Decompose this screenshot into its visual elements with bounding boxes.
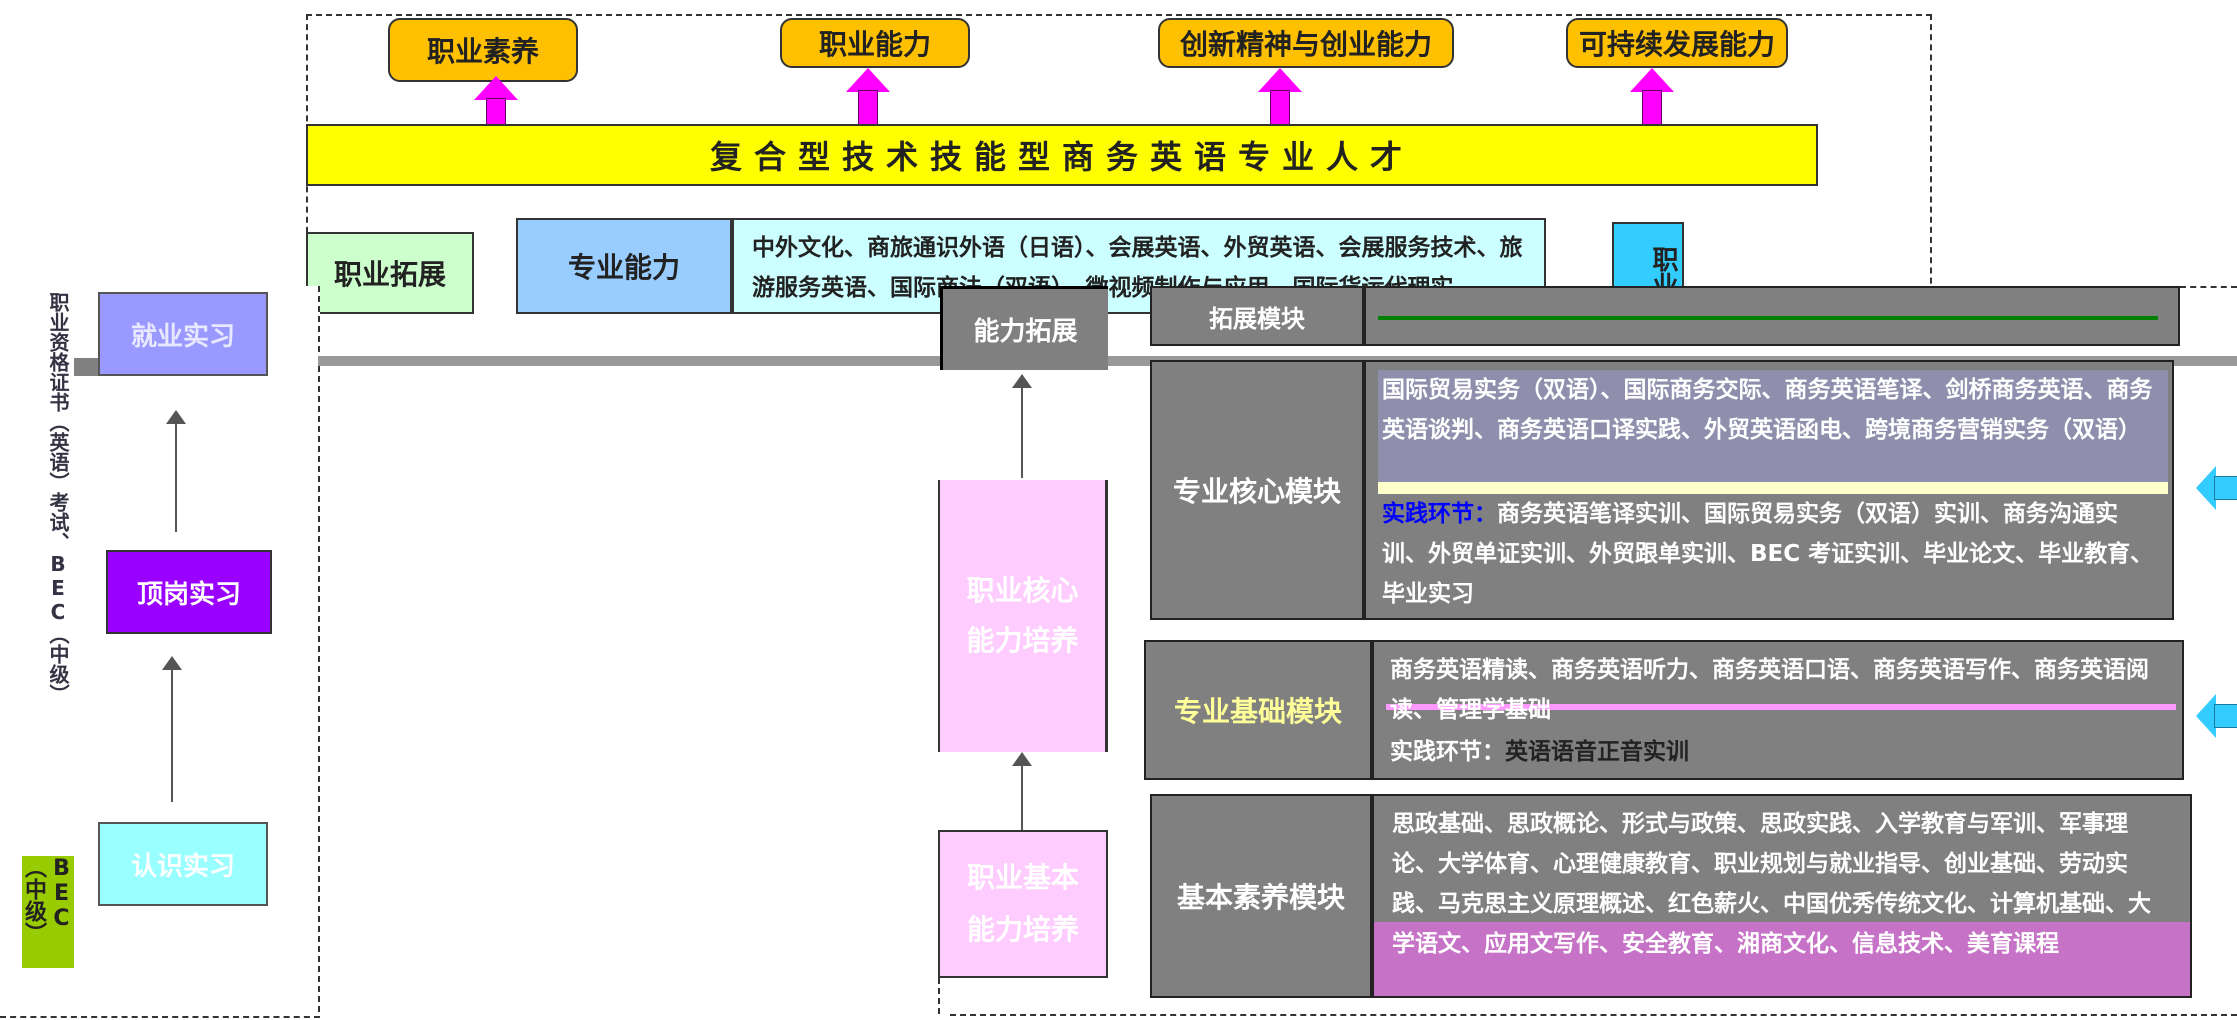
internship-placement: 顶岗实习 bbox=[106, 550, 272, 634]
internship-awareness: 认识实习 bbox=[98, 822, 268, 906]
goal-professional-ability: 职业能力 bbox=[780, 18, 970, 68]
foundation-practice: 实践环节：英语语音正音实训 bbox=[1374, 728, 2182, 776]
core-practice: 实践环节：商务英语笔译实训、国际贸易实务（双语）实训、商务沟通实训、外贸单证实训… bbox=[1366, 490, 2172, 618]
cyan-left-arrow bbox=[2196, 466, 2237, 510]
foundation-pink-line bbox=[1386, 704, 2176, 710]
left-panel-dashed-right bbox=[318, 286, 320, 1012]
core-practice-label: 实践环节： bbox=[1382, 501, 1497, 527]
basic-pink-band bbox=[1374, 922, 2190, 996]
expand-green-line bbox=[1378, 316, 2158, 320]
module-expand-content bbox=[1364, 286, 2180, 346]
bottom-dashed-line-left bbox=[0, 1016, 320, 1018]
foundation-practice-text: 英语语音正音实训 bbox=[1505, 739, 1689, 765]
middle-dashed-left bbox=[938, 978, 940, 1014]
module-basic-name: 基本素养模块 bbox=[1150, 794, 1372, 998]
goal-innovation-entrepreneurship: 创新精神与创业能力 bbox=[1158, 18, 1454, 68]
prof-ability-box: 专业能力 bbox=[516, 218, 732, 314]
right-dashed-frame bbox=[2180, 286, 2237, 288]
foundation-practice-label: 实践环节： bbox=[1390, 739, 1505, 765]
core-yellow-strip bbox=[1378, 482, 2168, 494]
left-grey-tab bbox=[74, 358, 98, 376]
prof-ability-courses: 中外文化、商旅通识外语（日语）、会展英语、外贸英语、会展服务技术、旅游服务英语、… bbox=[732, 218, 1546, 314]
core-capability-box: 职业核心能力培养 bbox=[938, 480, 1108, 752]
module-expand-name: 拓展模块 bbox=[1150, 286, 1364, 346]
career-expand-box: 职业拓展 bbox=[306, 232, 474, 314]
module-core-content: 国际贸易实务（双语）、国际商务交际、商务英语笔译、剑桥商务英语、商务英语谈判、商… bbox=[1364, 360, 2174, 620]
goal-sustainable-development: 可持续发展能力 bbox=[1566, 18, 1788, 68]
basic-courses-text: 思政基础、思政概论、形式与政策、思政实践、入学教育与军训、军事理论、大学体育、心… bbox=[1392, 811, 2151, 957]
core-course-highlight bbox=[1378, 370, 2168, 494]
internship-employment: 就业实习 bbox=[98, 292, 268, 376]
core-practice-text: 商务英语笔译实训、国际贸易实务（双语）实训、商务沟通实训、外贸单证实训、外贸跟单… bbox=[1382, 501, 2154, 607]
module-core-name: 专业核心模块 bbox=[1150, 360, 1364, 620]
bottom-dashed-line-right bbox=[950, 1014, 2237, 1016]
module-foundation-name: 专业基础模块 bbox=[1144, 640, 1372, 780]
core-courses-text: 国际贸易实务（双语）、国际商务交际、商务英语笔译、剑桥商务英语、商务英语谈判、商… bbox=[1382, 377, 2153, 443]
module-basic-content: 思政基础、思政概论、形式与政策、思政实践、入学教育与军训、军事理论、大学体育、心… bbox=[1372, 794, 2192, 998]
side-qualification-label: 职业资格证书（英语）考试、BEC（中级） bbox=[46, 292, 70, 704]
capability-expand-box: 能力拓展 bbox=[940, 286, 1108, 370]
goal-professional-quality: 职业素养 bbox=[388, 18, 578, 82]
talent-banner: 复合型技术技能型商务英语专业人才 bbox=[306, 124, 1818, 186]
up-arrow-middle bbox=[1012, 752, 1032, 830]
up-arrow-middle bbox=[1012, 374, 1032, 478]
up-arrow-internship bbox=[162, 656, 182, 802]
bec-label: BEC（中级） bbox=[22, 856, 74, 968]
basic-capability-box: 职业基本能力培养 bbox=[938, 830, 1108, 978]
foundation-courses-text: 商务英语精读、商务英语听力、商务英语口语、商务英语写作、商务英语阅读、管理学基础 bbox=[1390, 657, 2149, 723]
up-arrow-internship bbox=[166, 410, 186, 532]
module-foundation-content: 商务英语精读、商务英语听力、商务英语口语、商务英语写作、商务英语阅读、管理学基础… bbox=[1372, 640, 2184, 780]
cyan-left-arrow bbox=[2196, 694, 2237, 738]
